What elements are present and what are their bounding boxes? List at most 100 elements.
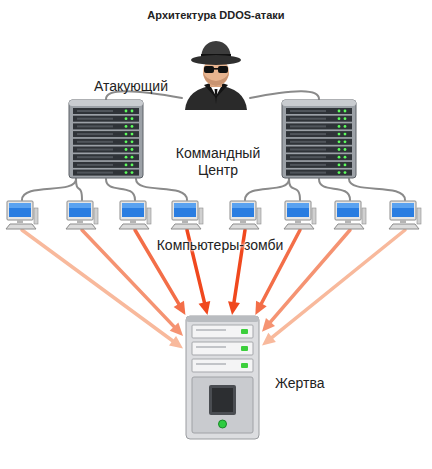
icon-part xyxy=(290,172,326,174)
icon-part xyxy=(338,140,341,143)
icon-part xyxy=(6,224,36,229)
icon-part xyxy=(344,156,347,159)
icon-part xyxy=(241,346,248,351)
arrow-head xyxy=(228,301,240,315)
icon-part xyxy=(203,72,229,86)
zombie-computer xyxy=(5,200,39,230)
icon-part xyxy=(286,131,352,137)
icon-part xyxy=(286,147,352,153)
computer-icon xyxy=(170,200,204,230)
icon-part xyxy=(344,171,347,174)
icon-part xyxy=(73,147,139,153)
icon-part xyxy=(171,224,201,229)
icon-part xyxy=(17,220,23,223)
computer-icon xyxy=(333,200,367,230)
icon-part xyxy=(218,66,228,73)
connector-line xyxy=(289,179,300,200)
icon-part xyxy=(131,156,134,159)
computer-icon xyxy=(65,200,99,230)
icon-part xyxy=(34,208,38,224)
icon-part xyxy=(196,329,226,331)
icon-part xyxy=(69,100,143,178)
computer-icon xyxy=(5,200,39,230)
server-rack-icon xyxy=(68,99,144,179)
zombie-computer xyxy=(228,200,262,230)
command-server xyxy=(281,99,357,179)
icon-part xyxy=(286,170,352,176)
icon-part xyxy=(9,203,31,208)
icon-part xyxy=(392,203,414,217)
attacker-icon xyxy=(182,38,250,110)
icon-part xyxy=(69,100,143,106)
connector-line xyxy=(76,179,82,200)
icon-part xyxy=(344,148,347,151)
icon-part xyxy=(287,203,309,208)
connector-line xyxy=(250,91,319,99)
icon-part xyxy=(122,203,144,208)
connector xyxy=(289,179,300,200)
attacker-node: Атакующий xyxy=(182,38,250,110)
icon-part xyxy=(192,325,253,338)
icon-part xyxy=(229,224,259,229)
icon-part xyxy=(131,164,134,167)
icon-part xyxy=(73,170,139,176)
icon-part xyxy=(125,140,128,143)
icon-part xyxy=(290,149,326,151)
icon-part xyxy=(77,118,113,120)
connector-line xyxy=(349,179,405,200)
icon-part xyxy=(204,66,214,73)
zombie-computer xyxy=(170,200,204,230)
arrow-head xyxy=(169,336,183,349)
computer-icon xyxy=(228,200,262,230)
server-rack-icon xyxy=(281,99,357,179)
icon-part xyxy=(338,148,341,151)
icon-part xyxy=(338,171,341,174)
icon-part xyxy=(73,154,139,160)
icon-part xyxy=(286,123,352,129)
icon-part xyxy=(400,220,406,223)
icon-part xyxy=(192,342,253,355)
icon-part xyxy=(232,203,254,208)
icon-part xyxy=(73,162,139,168)
icon-part xyxy=(125,164,128,167)
icon-part xyxy=(212,388,233,412)
icon-part xyxy=(232,203,254,217)
connector xyxy=(136,179,187,200)
icon-part xyxy=(344,140,347,143)
icon-part xyxy=(131,125,134,128)
icon-part xyxy=(196,346,226,348)
icon-part xyxy=(334,224,364,229)
icon-part xyxy=(119,224,149,229)
icon-part xyxy=(77,156,113,158)
icon-part xyxy=(335,201,361,220)
connector-line xyxy=(319,179,350,200)
icon-part xyxy=(344,125,347,128)
icon-part xyxy=(125,133,128,136)
icon-part xyxy=(172,201,198,220)
icon-part xyxy=(94,208,98,224)
icon-part xyxy=(286,162,352,168)
icon-part xyxy=(312,208,316,224)
icon-part xyxy=(344,117,347,120)
icon-part xyxy=(174,203,196,208)
icon-part xyxy=(125,117,128,120)
icon-part xyxy=(344,133,347,136)
connector-line xyxy=(245,179,289,200)
icon-part xyxy=(77,141,113,143)
icon-part xyxy=(69,203,91,208)
arrow-head xyxy=(170,322,183,336)
node-label: Атакующий xyxy=(94,78,168,95)
icon-part xyxy=(290,141,326,143)
icon-part xyxy=(73,123,139,129)
icon-part xyxy=(191,55,241,65)
computer-icon xyxy=(118,200,152,230)
victim-server-icon xyxy=(183,315,262,440)
connector xyxy=(262,230,405,346)
icon-part xyxy=(77,110,113,112)
connector-line xyxy=(22,179,76,200)
icon-part xyxy=(66,224,96,229)
computer-icon xyxy=(388,200,422,230)
computer-icon xyxy=(283,200,317,230)
icon-part xyxy=(338,117,341,120)
